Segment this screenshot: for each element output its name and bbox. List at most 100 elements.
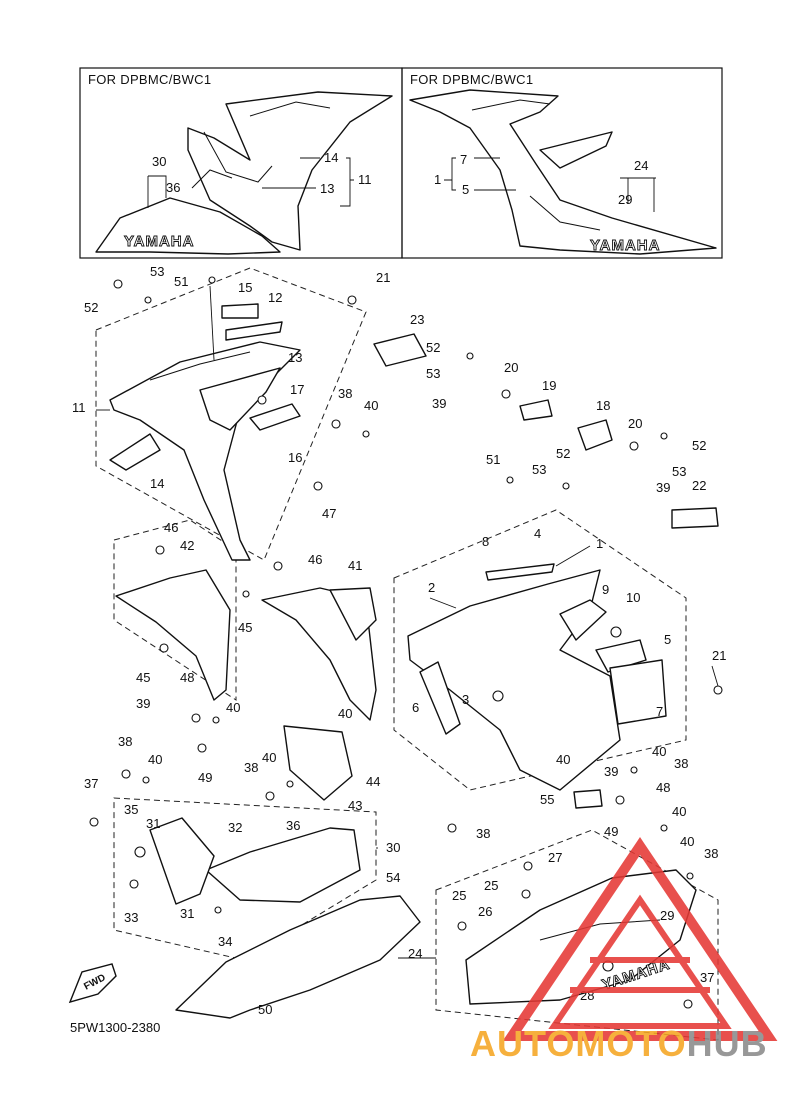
callout-49b: 49 bbox=[604, 824, 618, 839]
callout-6: 6 bbox=[412, 700, 419, 715]
callout-19: 19 bbox=[542, 378, 556, 393]
callout-54: 54 bbox=[386, 870, 400, 885]
callout-53d: 53 bbox=[532, 462, 546, 477]
callout-5: 5 bbox=[664, 632, 671, 647]
callout-55: 55 bbox=[540, 792, 554, 807]
inset-right: FOR DPBMC/BWC1 YAMAHA 7 5 1 24 29 bbox=[401, 67, 723, 259]
callout-32: 32 bbox=[228, 820, 242, 835]
callout-11: 11 bbox=[72, 400, 86, 415]
callout-45: 45 bbox=[238, 620, 252, 635]
callout-51: 51 bbox=[174, 274, 188, 289]
callout-17: 17 bbox=[290, 382, 304, 397]
callout-inset-left-14: 14 bbox=[324, 150, 338, 165]
callout-40h: 40 bbox=[672, 804, 686, 819]
callout-40e: 40 bbox=[262, 750, 276, 765]
callout-40d: 40 bbox=[338, 706, 352, 721]
callout-52c: 52 bbox=[692, 438, 706, 453]
callout-37: 37 bbox=[84, 776, 98, 791]
callout-39c: 39 bbox=[136, 696, 150, 711]
callout-38e: 38 bbox=[476, 826, 490, 841]
inset-left-brand: YAMAHA bbox=[124, 233, 194, 250]
main-diagram: YAMAHA 53 52 51 15 12 13 21 23 52 bbox=[72, 264, 726, 1041]
callout-38b: 38 bbox=[118, 734, 132, 749]
callout-38d: 38 bbox=[674, 756, 688, 771]
callout-38c: 38 bbox=[244, 760, 258, 775]
callout-24: 24 bbox=[408, 946, 422, 961]
callout-48: 48 bbox=[180, 670, 194, 685]
callout-40b: 40 bbox=[226, 700, 240, 715]
inset-left: FOR DPBMC/BWC1 YAMAHA 30 36 14 13 11 bbox=[79, 67, 403, 259]
callout-44: 44 bbox=[366, 774, 380, 789]
callout-18: 18 bbox=[596, 398, 610, 413]
inset-right-header: FOR DPBMC/BWC1 bbox=[410, 72, 533, 87]
watermark-text-part2: HUB bbox=[687, 1023, 768, 1064]
callout-39b: 39 bbox=[656, 480, 670, 495]
callout-52b: 52 bbox=[426, 340, 440, 355]
callout-50: 50 bbox=[258, 1002, 272, 1017]
callout-35: 35 bbox=[124, 802, 138, 817]
callout-23: 23 bbox=[410, 312, 424, 327]
callout-34: 34 bbox=[218, 934, 232, 949]
callout-13: 13 bbox=[288, 350, 302, 365]
callout-27: 27 bbox=[548, 850, 562, 865]
callout-inset-right-1: 1 bbox=[434, 172, 441, 187]
inset-right-brand: YAMAHA bbox=[590, 237, 660, 254]
callout-25: 25 bbox=[484, 878, 498, 893]
callout-46b: 46 bbox=[308, 552, 322, 567]
callout-47: 47 bbox=[322, 506, 336, 521]
callout-40: 40 bbox=[364, 398, 378, 413]
callout-8: 8 bbox=[482, 534, 489, 549]
callout-40i: 40 bbox=[680, 834, 694, 849]
callout-9: 9 bbox=[602, 582, 609, 597]
callout-1: 1 bbox=[596, 536, 603, 551]
callout-7: 7 bbox=[656, 704, 663, 719]
fwd-arrow-icon: FWD bbox=[68, 963, 117, 1004]
callout-inset-left-30: 30 bbox=[152, 154, 166, 169]
callout-3: 3 bbox=[462, 692, 469, 707]
callout-21b: 21 bbox=[712, 648, 726, 663]
callout-40f: 40 bbox=[556, 752, 570, 767]
callout-inset-left-36: 36 bbox=[166, 180, 180, 195]
callout-21: 21 bbox=[376, 270, 390, 285]
callout-38: 38 bbox=[338, 386, 352, 401]
callout-33: 33 bbox=[124, 910, 138, 925]
callout-40g: 40 bbox=[652, 744, 666, 759]
callout-inset-left-13: 13 bbox=[320, 181, 334, 196]
callout-39d: 39 bbox=[604, 764, 618, 779]
callout-inset-right-24: 24 bbox=[634, 158, 648, 173]
callout-inset-right-5: 5 bbox=[462, 182, 469, 197]
callout-53c: 53 bbox=[672, 464, 686, 479]
callout-39: 39 bbox=[432, 396, 446, 411]
callout-22: 22 bbox=[692, 478, 706, 493]
callout-43: 43 bbox=[348, 798, 362, 813]
watermark-text-part1: AUTOMOTO bbox=[470, 1023, 687, 1064]
callout-inset-right-29: 29 bbox=[618, 192, 632, 207]
callout-10: 10 bbox=[626, 590, 640, 605]
callout-52d: 52 bbox=[556, 446, 570, 461]
callout-36: 36 bbox=[286, 818, 300, 833]
watermark-logo: AUTOMOTOHUB bbox=[470, 837, 778, 1064]
callout-46: 46 bbox=[164, 520, 178, 535]
callout-53: 53 bbox=[150, 264, 164, 279]
callout-31: 31 bbox=[146, 816, 160, 831]
callout-40c: 40 bbox=[148, 752, 162, 767]
callout-53b: 53 bbox=[426, 366, 440, 381]
callout-12: 12 bbox=[268, 290, 282, 305]
svg-text:AUTOMOTOHUB: AUTOMOTOHUB bbox=[470, 1023, 768, 1064]
callout-29: 29 bbox=[660, 908, 674, 923]
inset-left-header: FOR DPBMC/BWC1 bbox=[88, 72, 211, 87]
callout-37b: 37 bbox=[700, 970, 714, 985]
callout-41: 41 bbox=[348, 558, 362, 573]
callout-16: 16 bbox=[288, 450, 302, 465]
callout-4: 4 bbox=[534, 526, 541, 541]
callout-31b: 31 bbox=[180, 906, 194, 921]
callout-2: 2 bbox=[428, 580, 435, 595]
callout-49: 49 bbox=[198, 770, 212, 785]
callout-20: 20 bbox=[504, 360, 518, 375]
diagram-code: 5PW1300-2380 bbox=[70, 1020, 160, 1035]
callout-42: 42 bbox=[180, 538, 194, 553]
callout-26: 26 bbox=[478, 904, 492, 919]
callout-14: 14 bbox=[150, 476, 164, 491]
callout-51b: 51 bbox=[486, 452, 500, 467]
